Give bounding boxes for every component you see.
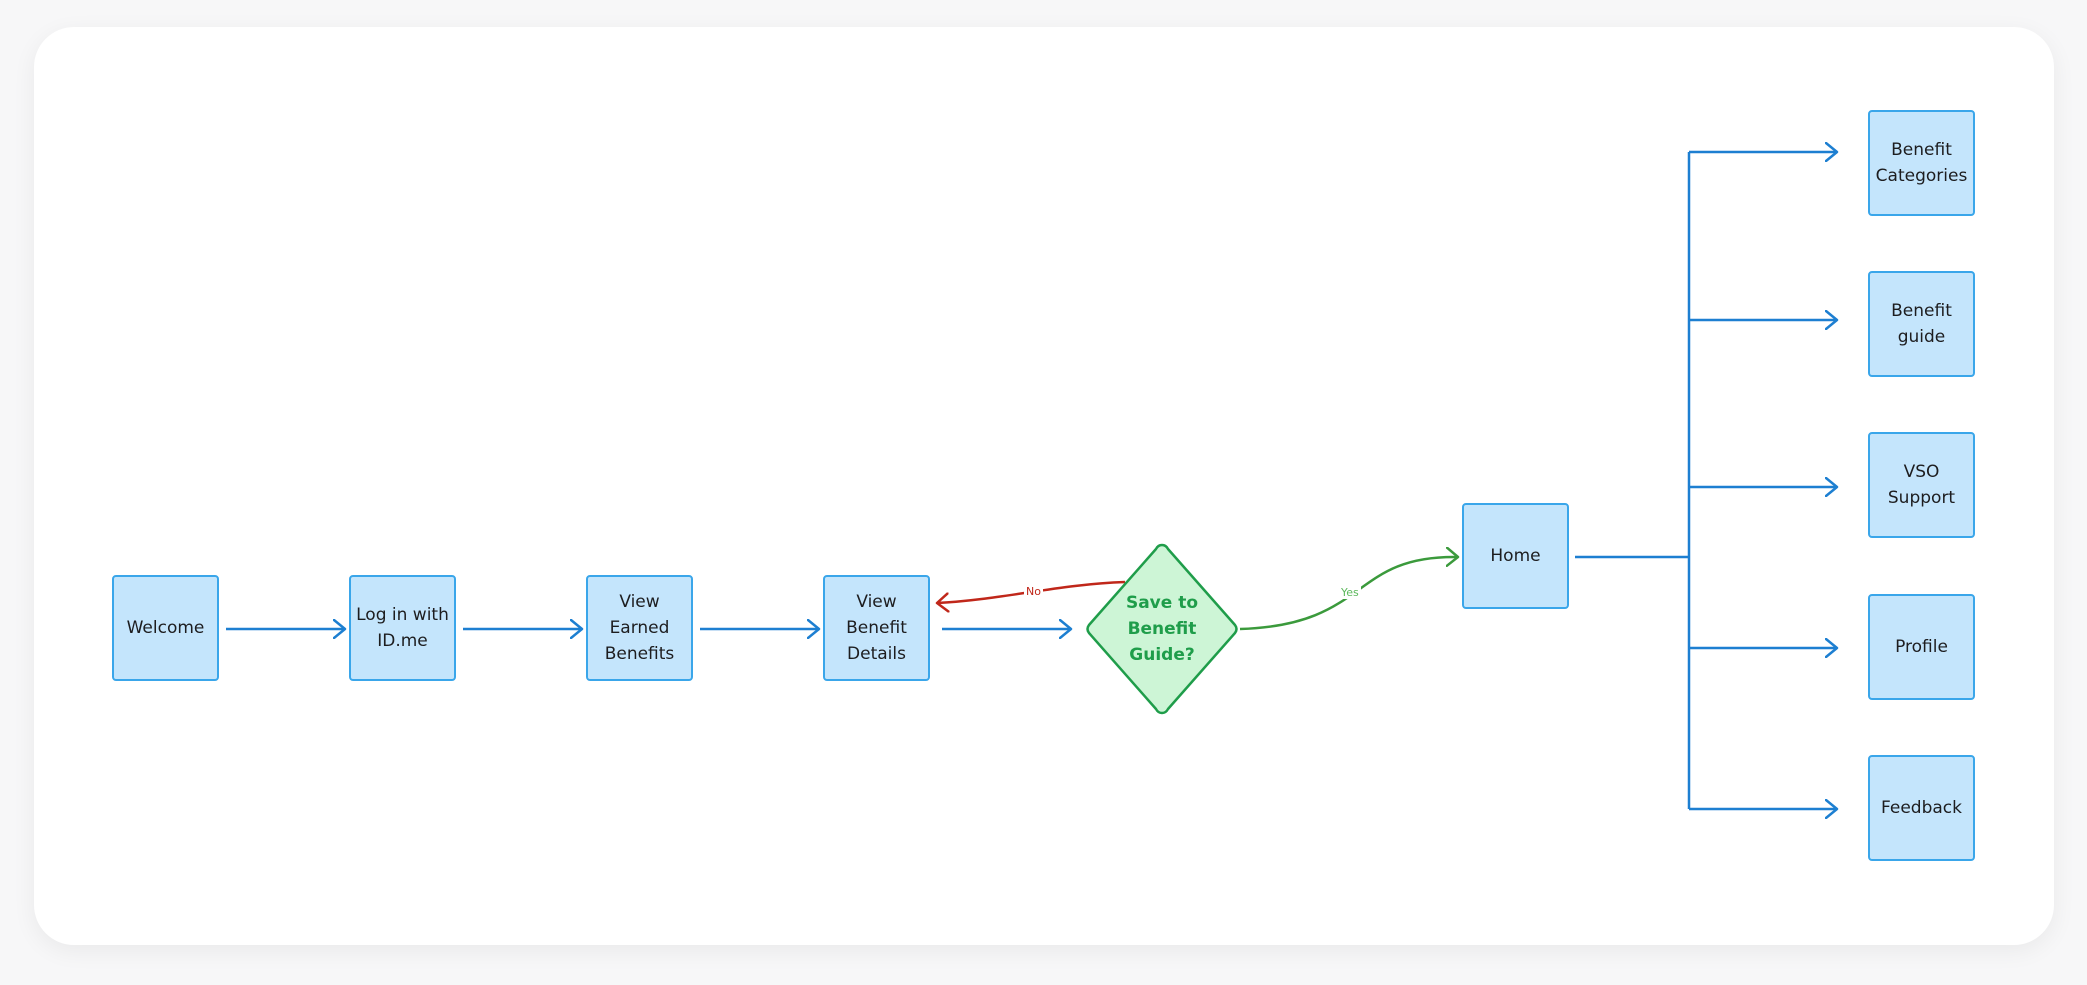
- node-feedback[interactable]: Feedback: [1868, 755, 1975, 861]
- decision-label[interactable]: Save to Benefit Guide?: [1125, 593, 1199, 665]
- node-vso-support[interactable]: VSO Support: [1868, 432, 1975, 538]
- node-view-benefit-details[interactable]: View Benefit Details: [823, 575, 930, 681]
- node-benefit-categories[interactable]: Benefit Categories: [1868, 110, 1975, 216]
- node-benefit-guide[interactable]: Benefit guide: [1868, 271, 1975, 377]
- node-profile[interactable]: Profile: [1868, 594, 1975, 700]
- no-label: No: [1024, 585, 1043, 598]
- node-login[interactable]: Log in with ID.me: [349, 575, 456, 681]
- node-home[interactable]: Home: [1462, 503, 1569, 609]
- node-welcome[interactable]: Welcome: [112, 575, 219, 681]
- node-view-earned-benefits[interactable]: View Earned Benefits: [586, 575, 693, 681]
- diagram-canvas: [34, 27, 2054, 945]
- yes-label: Yes: [1339, 586, 1361, 599]
